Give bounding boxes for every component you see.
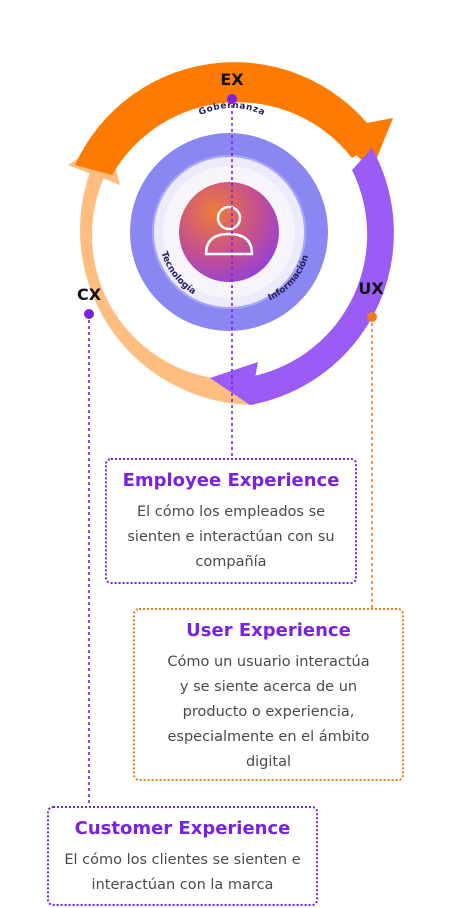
ux-label: UX (358, 279, 384, 298)
cx-marker-dot (84, 309, 94, 319)
experience-cycle-diagram: Gobernanza Tecnología Información EX UX … (68, 62, 394, 405)
center-circle (179, 182, 279, 282)
employee-experience-desc-line: sienten e interactúan con su (127, 529, 335, 545)
customer-experience-title: Customer Experience (74, 818, 291, 839)
user-experience-desc-line: digital (245, 754, 292, 770)
ex-ring-arrowhead (330, 118, 393, 170)
employee-experience-desc-line: El cómo los empleados se (136, 504, 326, 520)
ex-ring-segment (75, 62, 380, 175)
user-experience-desc-line: Cómo un usuario interactúa (167, 654, 370, 670)
user-experience-desc-line: y se siente acerca de un (179, 679, 358, 695)
employee-experience-card: Employee Experience El cómo los empleado… (105, 458, 357, 584)
user-experience-title: User Experience (186, 620, 351, 641)
employee-experience-title: Employee Experience (122, 470, 340, 491)
ux-ring-arrowhead (210, 362, 258, 405)
outer-cycle-ring (68, 62, 394, 405)
customer-experience-desc-line: El cómo los clientes se sienten e (64, 852, 301, 868)
cx-label: CX (77, 285, 102, 304)
ux-marker-dot (367, 312, 377, 322)
ux-ring-segment (243, 148, 394, 405)
customer-experience-card: Customer Experience El cómo los clientes… (47, 806, 318, 906)
customer-experience-desc-line: interactúan con la marca (91, 877, 274, 893)
cx-ring-segment (80, 140, 256, 405)
user-experience-desc-line: especialmente en el ámbito (167, 729, 370, 745)
ex-marker-dot (227, 94, 237, 104)
user-experience-desc-line: producto o experiencia, (182, 704, 355, 720)
ex-label: EX (220, 70, 244, 89)
user-experience-card: User Experience Cómo un usuario interact… (133, 608, 404, 781)
user-icon (204, 205, 254, 256)
employee-experience-desc-line: compañía (195, 554, 267, 570)
